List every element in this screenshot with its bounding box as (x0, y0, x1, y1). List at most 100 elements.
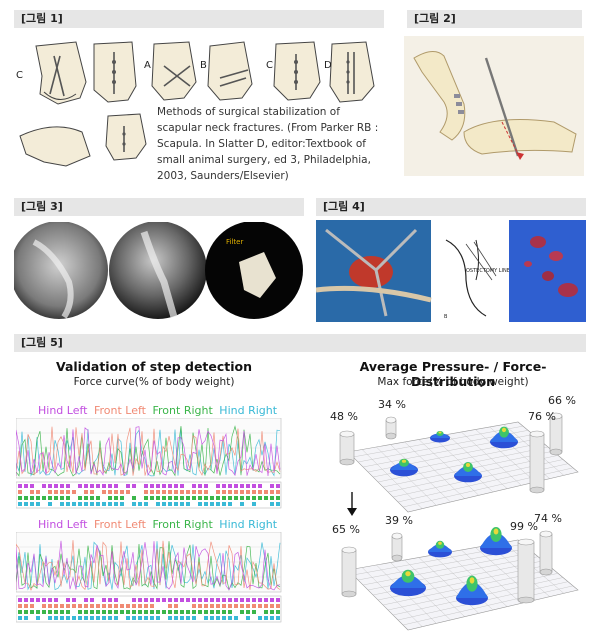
step-marker (258, 616, 262, 620)
step-marker (18, 610, 22, 614)
pressure-peak-top (499, 426, 509, 438)
step-marker (60, 610, 64, 614)
step-marker (90, 496, 94, 500)
step-marker (264, 496, 268, 500)
force-cylinder-base (549, 448, 563, 456)
step-marker (270, 490, 274, 494)
step-area (16, 595, 282, 623)
force-curve-series (16, 426, 281, 476)
legend-hind-left: Hind Left (38, 404, 88, 417)
step-marker (102, 610, 106, 614)
step-marker (108, 610, 112, 614)
step-marker (252, 598, 256, 602)
step-marker (30, 490, 34, 494)
step-marker (276, 610, 280, 614)
step-marker (18, 484, 22, 488)
step-marker (78, 610, 82, 614)
force-cylinder-base (385, 432, 397, 440)
step-marker (126, 484, 130, 488)
step-marker (198, 598, 202, 602)
figure-2-label: [그림 2] (407, 10, 582, 28)
pct-top-hind-right: 66 % (548, 394, 576, 407)
step-marker (180, 490, 184, 494)
step-marker (108, 598, 112, 602)
step-marker (150, 604, 154, 608)
pct-bottom-hind-left: 65 % (332, 523, 360, 536)
force-cylinder-base (539, 568, 553, 576)
step-marker (162, 496, 166, 500)
step-marker (210, 502, 214, 506)
step-marker (240, 598, 244, 602)
step-marker (174, 484, 178, 488)
step-marker (276, 598, 280, 602)
step-marker (138, 598, 142, 602)
step-marker (96, 496, 100, 500)
step-marker (42, 610, 46, 614)
step-marker (144, 598, 148, 602)
step-marker (228, 610, 232, 614)
step-marker (144, 502, 148, 506)
step-marker (222, 490, 226, 494)
step-marker (78, 484, 82, 488)
step-marker (108, 502, 112, 506)
step-marker (228, 496, 232, 500)
fig1-letter-a: A (144, 60, 151, 71)
step-marker (162, 502, 166, 506)
step-marker (246, 616, 250, 620)
step-marker (228, 490, 232, 494)
step-marker (132, 502, 136, 506)
step-marker (18, 490, 22, 494)
step-marker (66, 490, 70, 494)
legend-front-right: Front Right (152, 404, 213, 417)
force-cylinder-top (391, 532, 403, 540)
step-marker (192, 496, 196, 500)
step-marker (84, 610, 88, 614)
fig1-letter-b: B (200, 60, 207, 71)
step-marker (252, 496, 256, 500)
figure-1-caption: Methods of surgical stabilization of sca… (157, 106, 379, 182)
step-marker (198, 490, 202, 494)
step-marker (36, 502, 40, 506)
step-marker (84, 490, 88, 494)
step-marker (252, 502, 256, 506)
step-marker (102, 502, 106, 506)
step-marker (126, 616, 130, 620)
step-marker (162, 610, 166, 614)
step-marker (174, 490, 178, 494)
step-marker (276, 502, 280, 506)
step-marker (180, 616, 184, 620)
step-marker (234, 490, 238, 494)
step-marker (150, 484, 154, 488)
fig1-letter-c1: C (16, 70, 23, 81)
step-marker (18, 616, 22, 620)
step-marker (174, 616, 178, 620)
step-marker (222, 496, 226, 500)
step-marker (204, 484, 208, 488)
step-marker (234, 598, 238, 602)
step-marker (48, 484, 52, 488)
step-marker (132, 616, 136, 620)
figure-4-photos: OSTECTOMY LINES B (316, 220, 586, 322)
step-marker (264, 490, 268, 494)
step-marker (126, 610, 130, 614)
step-marker (240, 490, 244, 494)
step-marker (270, 604, 274, 608)
step-marker (66, 496, 70, 500)
step-marker (144, 490, 148, 494)
pressure-peak-tip (469, 577, 475, 584)
step-marker (96, 610, 100, 614)
step-marker (120, 490, 124, 494)
step-marker (72, 502, 76, 506)
step-marker (138, 610, 142, 614)
step-marker (180, 484, 184, 488)
step-marker (264, 616, 268, 620)
step-marker (66, 616, 70, 620)
step-marker (96, 616, 100, 620)
step-marker (114, 598, 118, 602)
step-marker (90, 604, 94, 608)
force-curve-series (16, 541, 281, 591)
step-marker (126, 490, 130, 494)
step-marker (78, 616, 82, 620)
step-marker (216, 604, 220, 608)
step-marker (54, 496, 58, 500)
